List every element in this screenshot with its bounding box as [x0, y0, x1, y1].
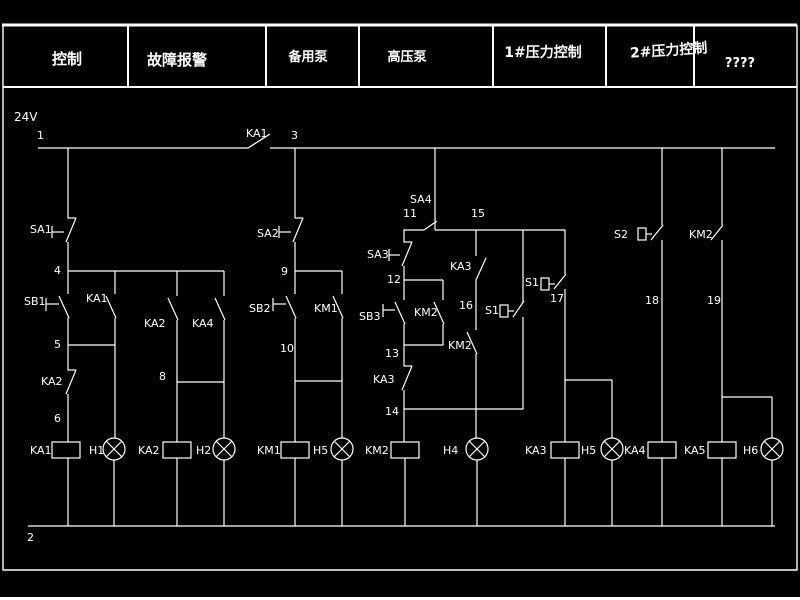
- device-label-km2-no-b: KM2: [448, 339, 472, 352]
- hp-pump-branch: [382, 148, 565, 526]
- pressure-switch-s1b: [540, 277, 550, 291]
- device-label-km2-no-c: KM2: [689, 228, 713, 241]
- window-bottom-edge: [0, 597, 800, 600]
- device-label-sa2: SA2: [257, 227, 279, 240]
- node-label-14: 14: [385, 405, 399, 418]
- rail-voltage-label: 24V: [14, 110, 38, 124]
- node-label-11: 11: [403, 207, 417, 220]
- lamp-h1: [102, 437, 126, 461]
- node-label-12: 12: [387, 273, 401, 286]
- node-label-17: 17: [550, 292, 564, 305]
- coil-km2: [390, 441, 420, 459]
- device-label-ka2-nc: KA2: [41, 375, 63, 388]
- device-label-h2: H2: [196, 444, 211, 457]
- node-label-13: 13: [385, 347, 399, 360]
- node-label-15: 15: [471, 207, 485, 220]
- device-label-ka2-no: KA2: [144, 317, 166, 330]
- device-label-sb2: SB2: [249, 302, 271, 315]
- lamp-h4: [465, 437, 489, 461]
- node-label-1: 1: [37, 129, 44, 142]
- coil-ka5: [707, 441, 737, 459]
- coil-ka2: [162, 441, 192, 459]
- device-label-ka5-coil: KA5: [684, 444, 706, 457]
- device-label-ka3-coil: KA3: [525, 444, 547, 457]
- node-label-18: 18: [645, 294, 659, 307]
- node-label-4: 4: [54, 264, 61, 277]
- node-label-5: 5: [54, 338, 61, 351]
- device-label-km2-no-a: KM2: [414, 306, 438, 319]
- drawing-frame: [2, 23, 798, 571]
- device-label-sb3: SB3: [359, 310, 381, 323]
- header-cell-hp-pump: 高压泵: [387, 49, 426, 65]
- device-label-h5-press: H5: [581, 444, 596, 457]
- device-label-sb1: SB1: [24, 295, 46, 308]
- top-rail: [38, 133, 775, 149]
- device-label-km2-coil: KM2: [365, 444, 389, 457]
- lamp-h5-press: [600, 437, 624, 461]
- backup-pump-labels: SA2 9 SB2 KM1 10 KM1 H5: [249, 227, 338, 457]
- device-label-ka1-coil: KA1: [30, 444, 52, 457]
- header-cell-unknown: ????: [725, 56, 755, 71]
- header-cell-backup-pump: 备用泵: [287, 49, 327, 65]
- lamp-h5-backup: [330, 437, 354, 461]
- node-label-16: 16: [459, 299, 473, 312]
- header-grid: [127, 25, 695, 87]
- device-label-h6: H6: [743, 444, 758, 457]
- device-label-h1: H1: [89, 444, 104, 457]
- node-label-8: 8: [159, 370, 166, 383]
- coil-km1: [280, 441, 310, 459]
- control-branch-labels: SA1 4 SB1 KA1 KA2 KA4 5 KA2 8 6 KA1 H1 K…: [24, 223, 214, 457]
- lamp-h2: [212, 437, 236, 461]
- header-cell-fault-alarm: 故障报警: [147, 51, 207, 69]
- device-label-km1-no: KM1: [314, 302, 338, 315]
- device-label-ka4-coil: KA4: [624, 444, 646, 457]
- press2-labels: S2 KM2 18 19 KA4 KA5 H6: [614, 228, 758, 457]
- header-labels: 控制 故障报警 备用泵 高压泵 1#压力控制 2#压力控制 ????: [52, 39, 755, 71]
- control-branch: [45, 148, 236, 526]
- device-label-sa4: SA4: [410, 193, 432, 206]
- rail-labels: 24V 1 KA1 3 2: [14, 110, 298, 544]
- device-label-ka3-no: KA3: [450, 260, 472, 273]
- header-cell-press1-control: 1#压力控制: [504, 44, 581, 61]
- device-label-rail-ka1: KA1: [246, 127, 268, 140]
- device-label-ka1-no: KA1: [86, 292, 108, 305]
- device-label-ka4-no: KA4: [192, 317, 214, 330]
- device-label-s1b: S1: [525, 276, 539, 289]
- node-label-10: 10: [280, 342, 294, 355]
- press1-branch: [499, 230, 624, 526]
- hp-pump-labels: SA4 11 15 SA3 12 SB3 KM2 13 KA3 14 KM2 H…: [359, 193, 485, 457]
- device-label-ka3-nc: KA3: [373, 373, 395, 386]
- device-label-sa1: SA1: [30, 223, 52, 236]
- press2-branch: [637, 148, 784, 526]
- device-label-s1a: S1: [485, 304, 499, 317]
- node-label-19: 19: [707, 294, 721, 307]
- backup-pump-branch: [272, 148, 354, 526]
- device-label-sa3: SA3: [367, 248, 389, 261]
- device-label-ka2-coil: KA2: [138, 444, 160, 457]
- node-label-6: 6: [54, 412, 61, 425]
- device-label-h5-backup: H5: [313, 444, 328, 457]
- coil-ka1: [51, 441, 81, 459]
- node-label-2: 2: [27, 531, 34, 544]
- pressure-switch-s1a: [499, 304, 509, 318]
- node-label-9: 9: [281, 265, 288, 278]
- lamp-h6: [760, 437, 784, 461]
- node-label-3: 3: [291, 129, 298, 142]
- header-cell-control: 控制: [52, 50, 82, 68]
- pressure-switch-s2: [637, 227, 647, 241]
- device-label-s2: S2: [614, 228, 628, 241]
- device-label-h4: H4: [443, 444, 458, 457]
- device-label-km1-coil: KM1: [257, 444, 281, 457]
- coil-ka4: [647, 441, 677, 459]
- header-cell-press2-control: 2#压力控制: [629, 39, 707, 61]
- coil-ka3: [550, 441, 580, 459]
- press1-labels: KA3 16 S1 KM2 S1 17 KA3 H5: [448, 260, 596, 457]
